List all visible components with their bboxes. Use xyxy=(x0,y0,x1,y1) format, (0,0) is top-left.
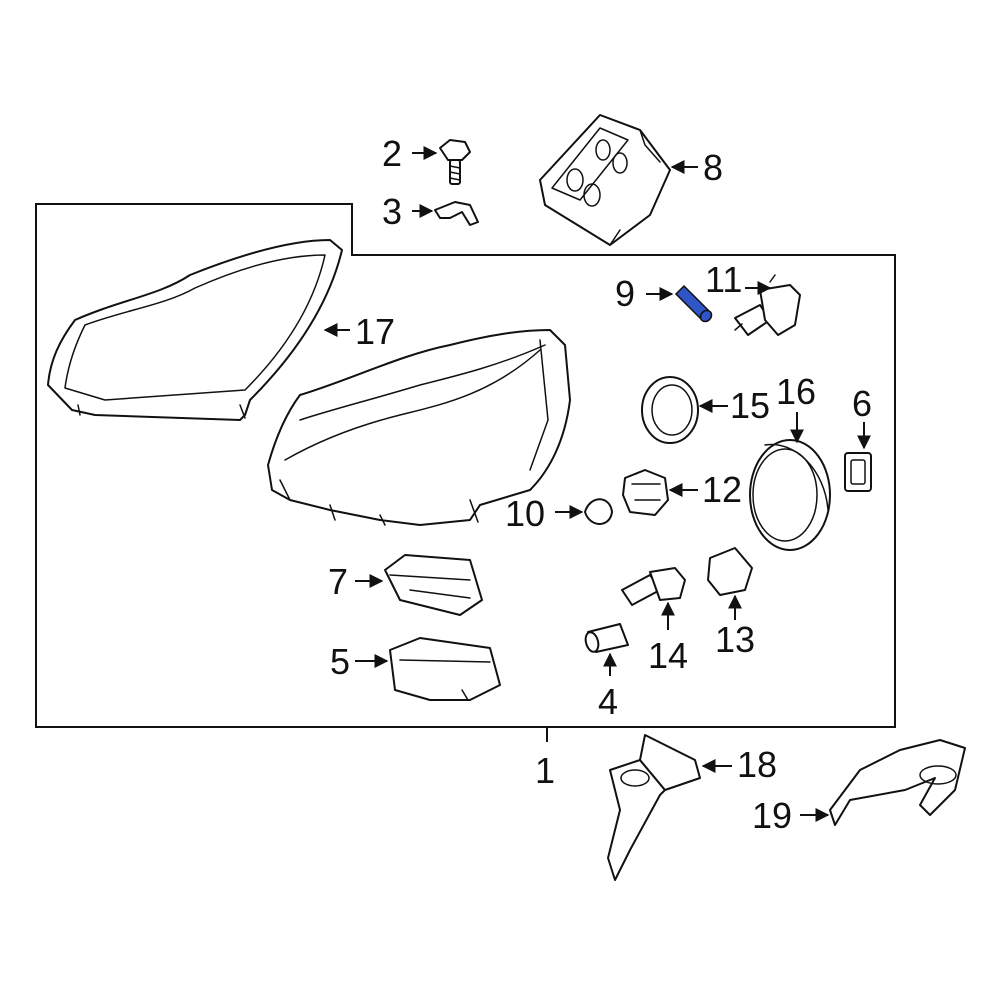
leader-lines xyxy=(323,146,871,822)
cover-cap-part[interactable] xyxy=(749,439,831,551)
assembly-frame xyxy=(35,203,896,728)
callout-12: 12 xyxy=(702,469,742,510)
callout-14: 14 xyxy=(648,635,688,676)
callout-3: 3 xyxy=(382,191,402,232)
mounting-bracket-right-part[interactable] xyxy=(829,739,966,826)
callout-6: 6 xyxy=(852,383,872,424)
ignitor-module-part[interactable] xyxy=(384,554,483,616)
ballast-part[interactable] xyxy=(389,637,501,701)
callout-7: 7 xyxy=(328,561,348,602)
small-bulb-part[interactable] xyxy=(674,284,714,324)
callout-18: 18 xyxy=(737,744,777,785)
halogen-bulb-part[interactable] xyxy=(734,274,801,336)
bolt-part[interactable] xyxy=(439,139,471,185)
control-unit-part[interactable] xyxy=(539,114,671,246)
lens-seal-part[interactable] xyxy=(47,239,343,421)
callout-10: 10 xyxy=(505,493,545,534)
callout-4: 4 xyxy=(598,681,618,722)
mounting-bracket-left-part[interactable] xyxy=(607,734,701,881)
bracket-part[interactable] xyxy=(434,201,479,226)
callout-19: 19 xyxy=(752,795,792,836)
callout-5: 5 xyxy=(330,641,350,682)
callout-2: 2 xyxy=(382,133,402,174)
small-block-part[interactable] xyxy=(844,452,872,492)
callout-16: 16 xyxy=(776,371,816,412)
signal-bulb-part[interactable] xyxy=(584,498,613,525)
low-beam-bulb-part[interactable] xyxy=(621,567,686,606)
ring-seal-part[interactable] xyxy=(641,376,699,444)
callout-13: 13 xyxy=(715,619,755,660)
lamp-socket-part[interactable] xyxy=(707,547,753,596)
headlamp-housing-part[interactable] xyxy=(267,329,571,526)
capsule-bulb-part[interactable] xyxy=(584,623,629,653)
callout-8: 8 xyxy=(703,147,723,188)
bulb-socket-part[interactable] xyxy=(622,469,669,516)
callout-17: 17 xyxy=(355,311,395,352)
callout-1: 1 xyxy=(535,750,555,791)
callout-15: 15 xyxy=(730,385,770,426)
callout-9: 9 xyxy=(615,273,635,314)
callout-11: 11 xyxy=(705,259,742,300)
